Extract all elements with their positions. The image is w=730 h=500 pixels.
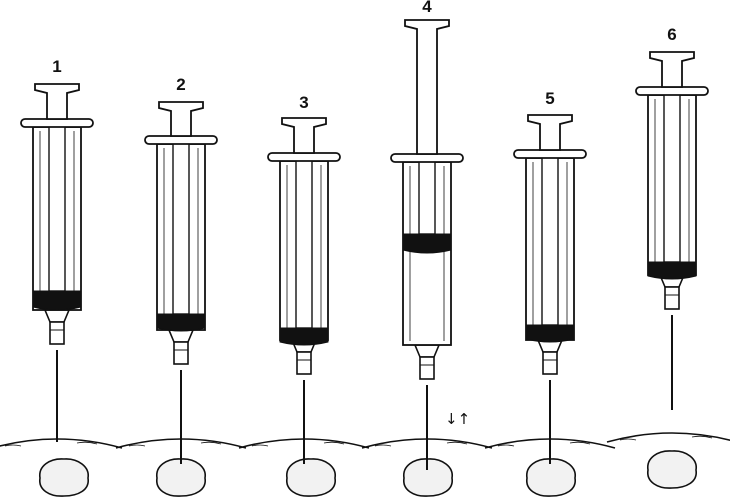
lesion: [403, 458, 453, 497]
step-group-6: 6: [606, 25, 730, 489]
finger-flange: [267, 152, 341, 162]
barrel-tip: [413, 344, 441, 358]
finger-flange: [20, 118, 94, 128]
skin-texture: [128, 441, 222, 447]
plunger-stopper: [156, 313, 206, 332]
plunger-rod: [172, 115, 190, 315]
barrel-tip: [43, 309, 71, 323]
step-label: 6: [667, 25, 676, 44]
needle-hub: [664, 286, 680, 310]
needle-hub: [419, 356, 435, 380]
plunger-stopper: [647, 261, 697, 280]
plunger-stopper: [32, 290, 82, 311]
lesion: [39, 458, 89, 497]
lesion: [156, 458, 206, 497]
skin-texture: [619, 435, 713, 441]
plunger-thumb-rest: [158, 101, 204, 137]
step-group-3: 3: [238, 93, 370, 497]
step-label: 1: [52, 57, 61, 76]
skin-texture: [4, 441, 98, 447]
plunger-thumb-rest: [527, 114, 573, 151]
step-label: 5: [545, 89, 554, 108]
plunger-thumb-rest: [404, 19, 450, 155]
plunger-thumb-rest: [34, 83, 80, 120]
step-label: 4: [422, 0, 432, 16]
skin-texture: [251, 441, 345, 447]
step-group-5: 5: [484, 89, 616, 497]
step-group-4: 4 ↓↑: [361, 0, 493, 497]
finger-flange: [513, 149, 587, 159]
needle-hub: [296, 351, 312, 375]
skin-surface: [606, 432, 730, 443]
finger-flange: [390, 153, 464, 163]
plunger-stopper: [402, 233, 452, 254]
needle-hub: [49, 321, 65, 345]
skin-texture: [374, 441, 468, 447]
step-group-2: 2: [115, 75, 247, 497]
finger-flange: [144, 135, 218, 145]
plunger-thumb-rest: [649, 51, 695, 88]
needle-hub: [173, 341, 189, 365]
lesion: [286, 458, 336, 497]
skin-surface: [0, 438, 123, 449]
lesion: [647, 450, 697, 489]
step-label: 2: [176, 75, 185, 94]
plunger-thumb-rest: [281, 117, 327, 154]
finger-flange: [635, 86, 709, 96]
plunger-stopper: [525, 324, 575, 343]
needle-hub: [542, 351, 558, 375]
step-label: 3: [299, 93, 308, 112]
skin-texture: [497, 441, 591, 447]
plunger-stopper: [279, 327, 329, 346]
lesion: [526, 458, 576, 497]
up-down-arrow-icon: ↓↑: [445, 410, 470, 428]
step-group-1: 1: [0, 57, 123, 497]
barrel-tip: [167, 329, 195, 343]
